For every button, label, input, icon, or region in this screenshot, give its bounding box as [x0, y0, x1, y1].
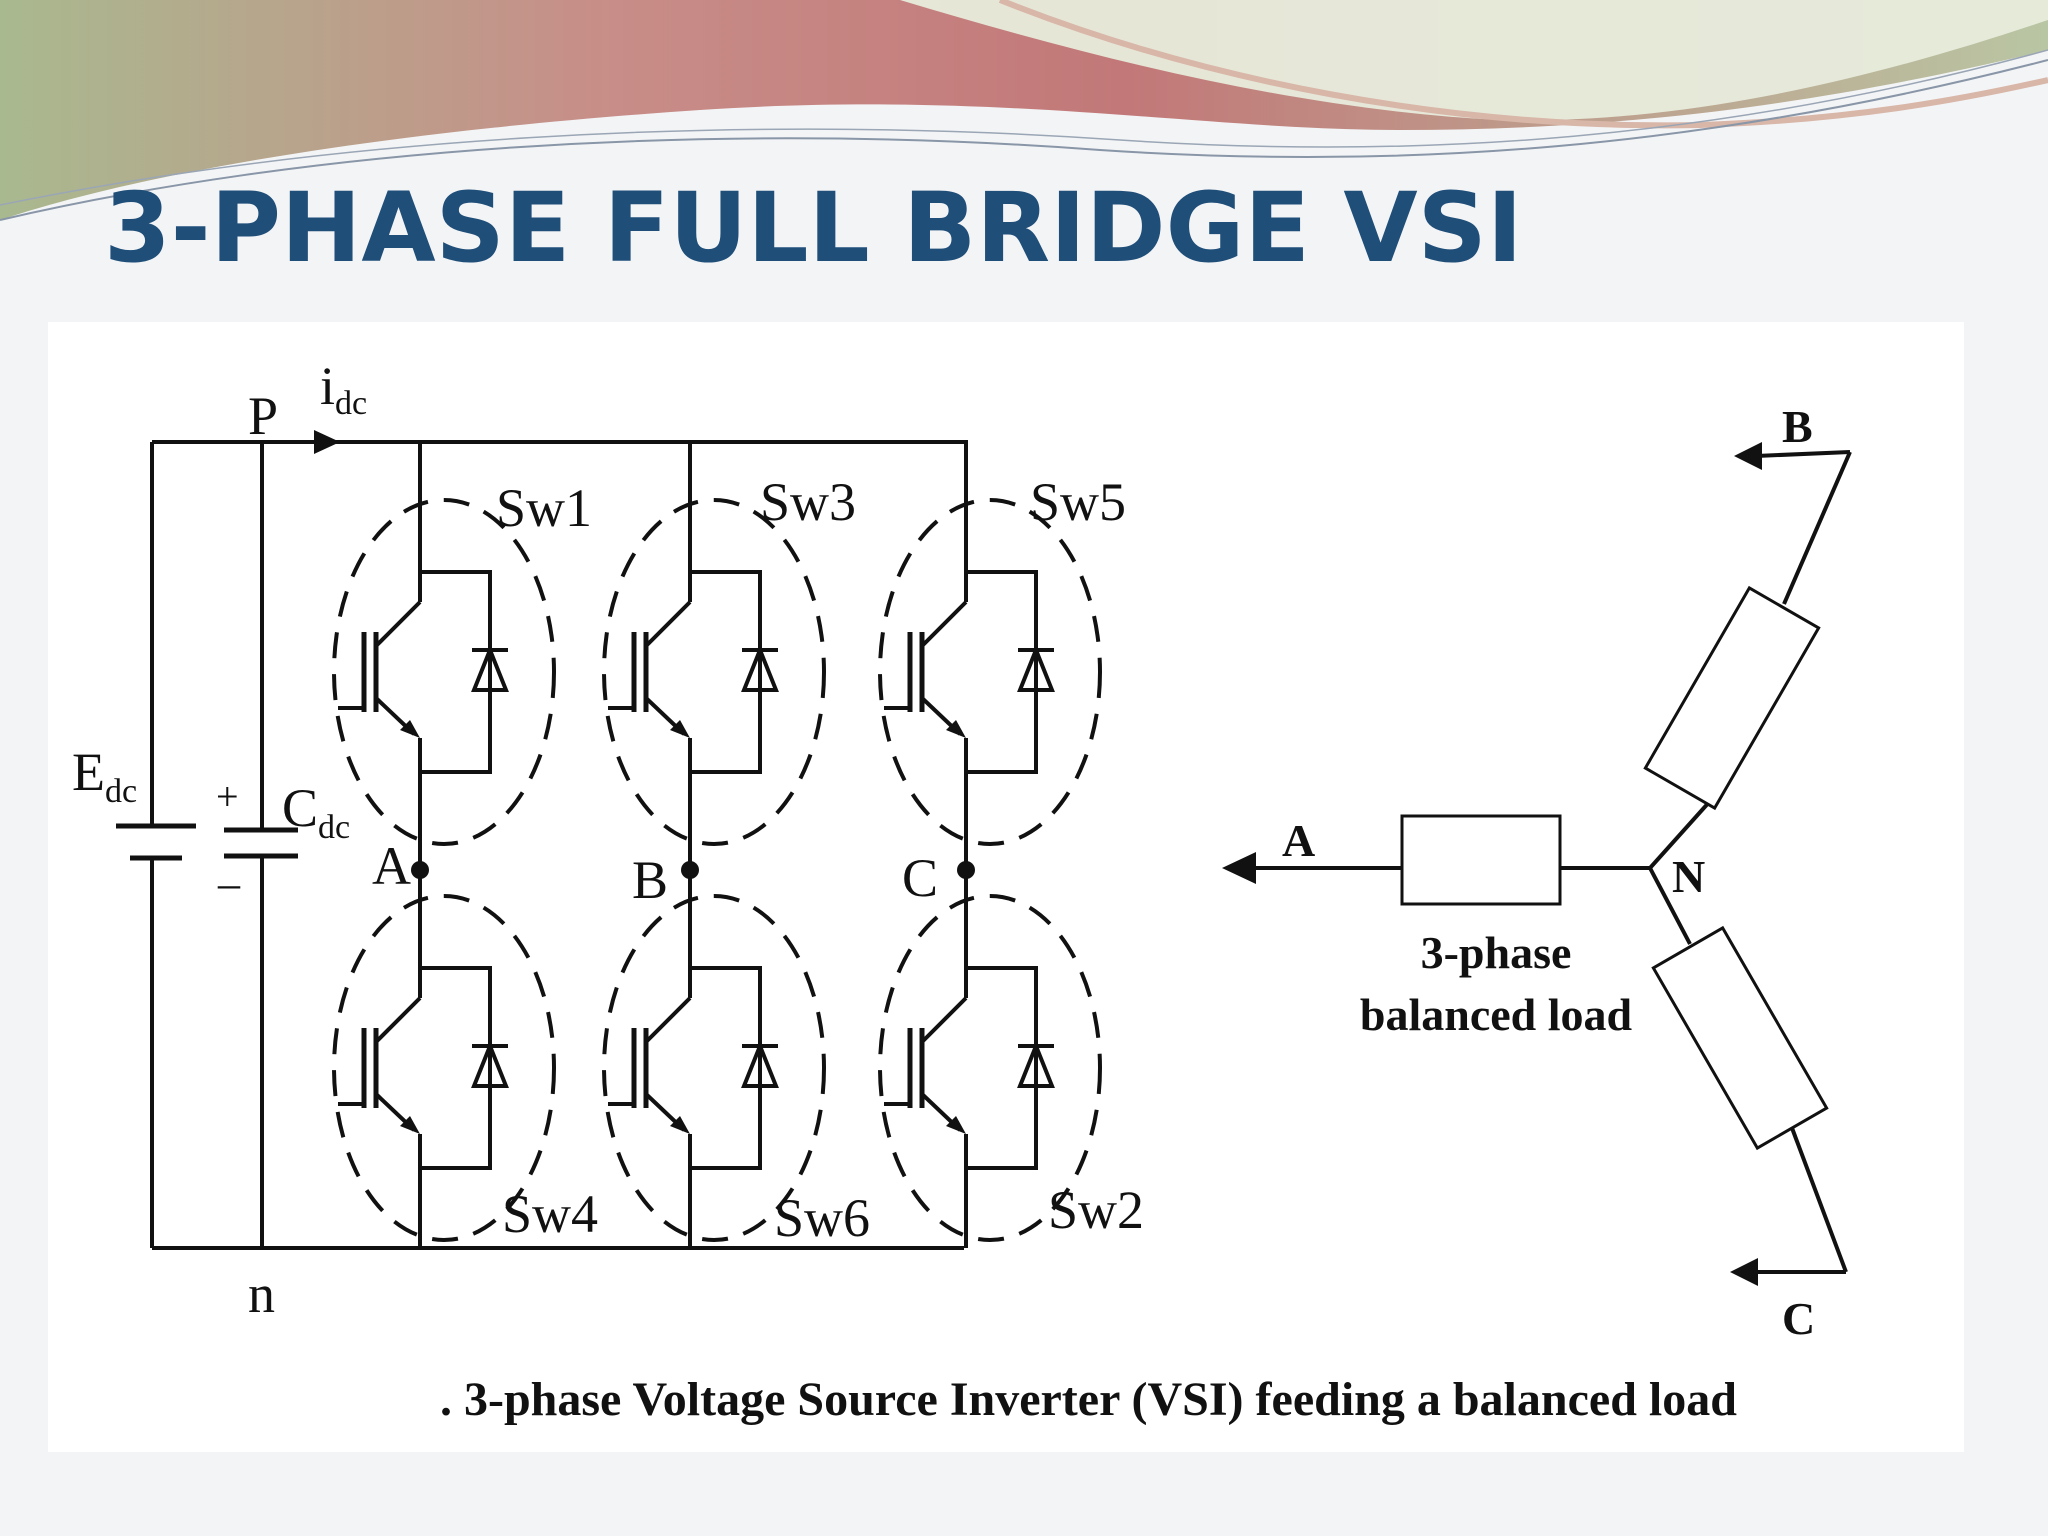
switch-sw1 [334, 500, 554, 844]
slide-title: 3-PHASE FULL BRIDGE VSI [104, 172, 1523, 284]
sw5-label: Sw5 [1030, 472, 1126, 532]
phase-node-b-label: B [632, 850, 668, 910]
neutral-label: N [1672, 851, 1705, 902]
load-label-line2: balanced load [1360, 989, 1633, 1040]
sw6-label: Sw6 [774, 1188, 870, 1248]
sw2-label: Sw2 [1048, 1180, 1144, 1240]
capacitor-label: Cdc [282, 778, 350, 846]
dc-current-label: idc [320, 356, 367, 422]
balanced-load [1222, 442, 1852, 1286]
capacitor-plus: + [216, 774, 239, 819]
dc-bus [116, 430, 968, 1250]
phase-node-b-dot [681, 861, 699, 879]
sw4-label: Sw4 [502, 1184, 598, 1244]
load-label-line1: 3-phase [1421, 927, 1572, 978]
phase-node-a-label: A [372, 836, 411, 896]
load-output-b-label: B [1782, 401, 1813, 452]
phase-node-a-dot [411, 861, 429, 879]
node-n-label: n [248, 1264, 275, 1324]
inverter-legs [411, 442, 975, 1248]
decorative-banner [0, 0, 2048, 221]
switch-sw3 [604, 500, 824, 844]
load-output-a-label: A [1282, 815, 1315, 866]
source-label: Edc [72, 742, 137, 810]
phase-node-c-dot [957, 861, 975, 879]
switch-sw5 [880, 500, 1100, 844]
figure-caption: . 3-phase Voltage Source Inverter (VSI) … [440, 1373, 1737, 1426]
figure-panel [48, 322, 1964, 1452]
sw3-label: Sw3 [760, 472, 856, 532]
sw1-label: Sw1 [496, 478, 592, 538]
capacitor-minus: – [217, 859, 241, 908]
phase-node-c-label: C [902, 848, 938, 908]
node-p-label: P [248, 386, 278, 446]
load-output-c-label: C [1782, 1293, 1815, 1344]
